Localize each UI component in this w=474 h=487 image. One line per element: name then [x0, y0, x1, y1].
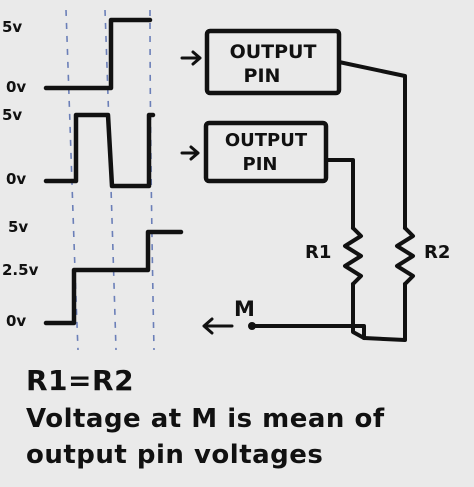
waveform-top	[43, 17, 153, 91]
equation-note: R1=R2	[26, 364, 135, 397]
explanation-line-1: Voltage at M is mean of	[26, 404, 385, 434]
wire-top-pin-to-r2	[337, 60, 407, 230]
r2-label: R2	[424, 242, 450, 263]
explanation-line-2: output pin voltages	[26, 440, 324, 470]
waveform-middle	[43, 112, 156, 189]
label-bot-0v: 0v	[6, 312, 26, 330]
arrow-from-node-m	[202, 317, 234, 335]
resistor-r1	[343, 226, 363, 286]
dashed-guide-3	[149, 9, 155, 351]
arrow-to-bottom-box	[180, 145, 200, 161]
label-bot-5v: 5v	[8, 218, 28, 236]
output-pin-box-bottom	[203, 120, 329, 184]
node-m-label: M	[234, 297, 255, 321]
label-top-0v: 0v	[6, 78, 26, 96]
wire-r1-to-node	[254, 282, 366, 340]
waveform-bottom	[43, 229, 184, 326]
top-box-line2: PIN	[244, 65, 281, 87]
dashed-guide-1	[65, 9, 79, 351]
wire-bottom-pin-to-r1	[324, 158, 355, 230]
bottom-box-line1: OUTPUT	[225, 130, 308, 151]
label-bot-2-5v: 2.5v	[2, 261, 39, 279]
bottom-box-line2: PIN	[243, 154, 278, 175]
label-mid-0v: 0v	[6, 170, 26, 188]
r1-label: R1	[305, 242, 331, 263]
arrow-to-top-box	[180, 50, 202, 66]
node-m-dot	[248, 322, 256, 330]
resistor-r2	[395, 226, 415, 286]
wire-r2-to-node	[362, 282, 407, 342]
top-box-line1: OUTPUT	[230, 41, 317, 63]
label-mid-5v: 5v	[2, 106, 22, 124]
label-top-5v: 5v	[2, 18, 22, 36]
